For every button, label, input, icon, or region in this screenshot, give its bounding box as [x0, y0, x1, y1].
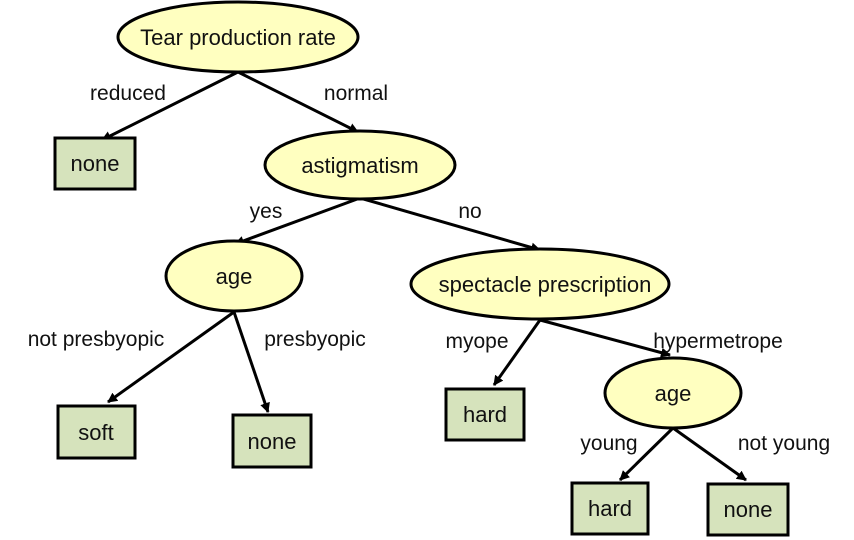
decision-node-spectacle: spectacle prescription — [409, 247, 671, 321]
decision-node-age-1: age — [164, 239, 304, 313]
decision-node-astigmatism-label: astigmatism — [301, 153, 418, 178]
edge-not-presbyopic-line — [107, 310, 235, 404]
leaf-node-soft: soft — [56, 404, 137, 460]
edge-label-no: no — [458, 200, 481, 223]
decision-node-tear-rate: Tear production rate — [116, 0, 360, 74]
edge-no-line — [359, 196, 541, 253]
decision-node-age-2: age — [603, 356, 743, 430]
leaf-node-hard-1-shape — [444, 387, 526, 442]
edge-not-young-line — [672, 426, 747, 482]
leaf-node-hard-1-label: hard — [463, 402, 507, 427]
leaf-node-hard-2: hard — [570, 481, 650, 536]
leaf-node-none-2-label: none — [248, 429, 297, 454]
decision-node-spectacle-shape — [409, 247, 671, 321]
leaf-node-hard-2-shape — [570, 481, 650, 536]
leaf-node-none-2: none — [231, 413, 313, 469]
edge-reduced-line — [101, 70, 239, 142]
leaf-node-none-1-shape — [53, 136, 137, 191]
decision-node-age-2-label: age — [655, 381, 692, 406]
decision-node-age-2-shape — [603, 356, 743, 430]
edges — [101, 70, 747, 482]
decision-node-astigmatism: astigmatism — [263, 129, 457, 201]
edge-label-yes: yes — [250, 200, 283, 223]
edge-label-reduced: reduced — [90, 82, 166, 105]
edge-myope-line — [492, 319, 542, 386]
edge-label-myope: myope — [445, 330, 508, 353]
leaf-node-soft-shape — [56, 404, 137, 460]
leaf-node-hard-2-label: hard — [588, 496, 632, 521]
edge-label-not-young: not young — [738, 432, 830, 455]
decision-node-age-1-label: age — [216, 264, 253, 289]
edge-label-hypermetrope: hypermetrope — [653, 330, 783, 353]
leaf-node-none-3: none — [706, 482, 790, 537]
edge-normal-line — [237, 70, 359, 134]
decision-node-tear-rate-shape — [116, 0, 360, 74]
leaf-node-none-2-shape — [231, 413, 313, 469]
edge-label-young: young — [580, 432, 637, 455]
leaf-node-none-1-label: none — [71, 151, 120, 176]
edge-presbyopic-line — [232, 311, 270, 413]
leaf-node-none-3-shape — [706, 482, 790, 537]
edge-labels: reduced normal yes no not presbyopic pre… — [28, 82, 830, 455]
decision-node-astigmatism-shape — [263, 129, 457, 201]
leaf-node-none-1: none — [53, 136, 137, 191]
edge-label-normal: normal — [324, 82, 388, 105]
decision-node-tear-rate-label: Tear production rate — [140, 25, 336, 50]
edge-young-line — [618, 426, 675, 482]
edge-label-not-presbyopic: not presbyopic — [28, 328, 165, 351]
leaf-node-hard-1: hard — [444, 387, 526, 442]
decision-node-age-1-shape — [164, 239, 304, 313]
decision-node-spectacle-label: spectacle prescription — [439, 272, 652, 297]
edge-label-presbyopic: presbyopic — [264, 328, 366, 351]
leaf-node-none-3-label: none — [724, 497, 773, 522]
edge-yes-line — [234, 196, 361, 246]
leaf-node-soft-label: soft — [78, 420, 113, 445]
edge-hypermetrope-line — [539, 318, 671, 358]
